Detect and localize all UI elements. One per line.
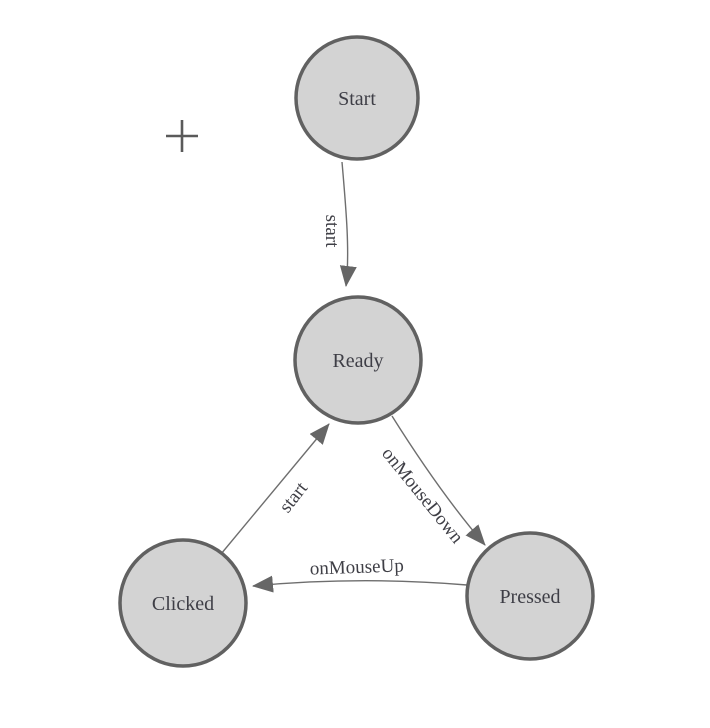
node-pressed-label: Pressed <box>499 586 560 608</box>
node-ready-circle <box>293 295 423 425</box>
node-start-circle <box>294 35 420 161</box>
crosshair-cursor <box>166 120 198 152</box>
edge-label-start-bottom: start <box>275 478 312 517</box>
nodes-layer: Start Ready Clicked Pressed <box>118 35 595 668</box>
node-clicked-label: Clicked <box>152 593 214 615</box>
edge-label-start-top: start <box>321 215 342 248</box>
edge-pressed-to-clicked <box>252 575 468 593</box>
edge-label-onmousedown: onMouseDown <box>377 443 467 548</box>
node-pressed[interactable]: Pressed <box>465 531 595 661</box>
edge-start-to-ready <box>339 161 357 287</box>
node-ready-label: Ready <box>332 350 383 372</box>
node-pressed-circle <box>465 531 595 661</box>
edges-layer <box>220 161 486 593</box>
node-clicked-circle <box>118 538 248 668</box>
edge-ready-to-pressed <box>391 415 486 546</box>
node-clicked[interactable]: Clicked <box>118 538 248 668</box>
node-start-label: Start <box>338 88 376 110</box>
node-start[interactable]: Start <box>294 35 420 161</box>
edge-clicked-to-ready <box>220 423 330 555</box>
node-ready[interactable]: Ready <box>293 295 423 425</box>
edge-label-onmouseup: onMouseUp <box>309 555 404 579</box>
